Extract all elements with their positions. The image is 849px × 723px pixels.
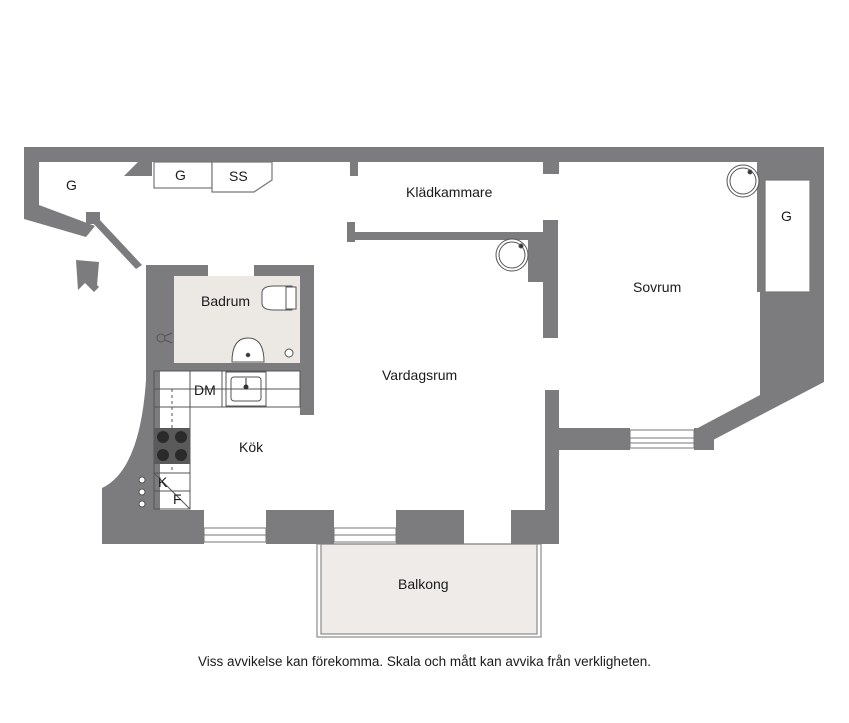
label-living-room: Vardagsrum — [382, 367, 457, 383]
label-wardrobe-ss: SS — [229, 168, 248, 184]
toilet-icon — [261, 285, 297, 311]
label-wardrobe-right: G — [781, 208, 792, 224]
label-dishwasher: DM — [194, 382, 216, 398]
stove-icon — [154, 428, 190, 464]
disclaimer-text: Viss avvikelse kan förekomma. Skala och … — [198, 654, 651, 669]
tile-stove-icon — [495, 164, 760, 272]
radiator-dots — [138, 476, 146, 508]
wardrobe-units — [153, 161, 811, 293]
label-balcony: Balkong — [398, 576, 449, 592]
walls — [24, 147, 824, 544]
windows — [203, 429, 695, 543]
balcony-floor — [320, 543, 538, 635]
label-bedroom: Sovrum — [633, 279, 681, 295]
label-wardrobe-mid: G — [175, 167, 186, 183]
label-kitchen: Kök — [239, 439, 264, 455]
label-bathroom: Badrum — [201, 293, 250, 309]
label-walk-in-closet: Klädkammare — [406, 184, 493, 200]
label-wardrobe-left: G — [66, 177, 77, 193]
drain-icon — [284, 348, 294, 358]
shower-icon — [156, 332, 173, 344]
entrance-arrow-icon — [76, 260, 99, 292]
label-fridge: K — [158, 474, 168, 490]
label-freezer: F — [173, 491, 182, 507]
sink-icon — [231, 337, 265, 363]
